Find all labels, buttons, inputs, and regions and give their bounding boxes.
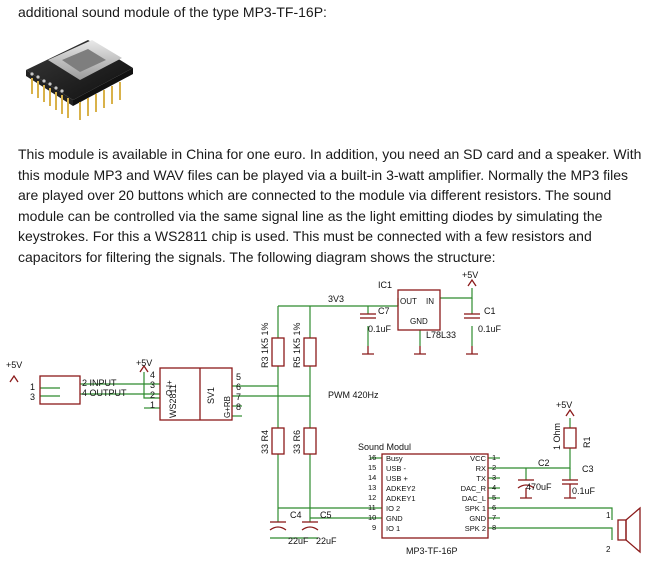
supply-label-right: +5V <box>556 400 572 410</box>
module-right-pin: 2 <box>492 463 496 472</box>
connector-pin-3: 3 <box>30 392 35 402</box>
ws-left-signal-names: O-I+ <box>165 380 174 396</box>
module-right-pin: 5 <box>492 493 496 502</box>
module-right-signal: SPK 1 <box>465 504 486 513</box>
module-right-signal: SPK 2 <box>465 524 486 533</box>
c2-value: 470uF <box>526 482 552 492</box>
sv1-label: SV1 <box>206 387 216 404</box>
components <box>9 278 641 554</box>
wires <box>40 288 613 540</box>
module-left-signal: IO 2 <box>386 504 400 513</box>
module-right-pin: 1 <box>492 453 496 462</box>
r4-label: 33 R4 <box>260 430 270 454</box>
speaker-pin-1: 1 <box>606 511 611 520</box>
module-left-pin: 10 <box>368 513 376 522</box>
module-part-label: MP3-TF-16P <box>406 546 458 556</box>
module-right-signal: VCC <box>470 454 486 463</box>
module-right-signal: GND <box>469 514 486 523</box>
ic1-out-pin: OUT <box>400 297 417 306</box>
ic1-in-pin: IN <box>426 297 434 306</box>
c7-value: 0.1uF <box>368 324 392 334</box>
supply-label-top: +5V <box>462 270 478 280</box>
module-right-signal: DAC_R <box>461 484 487 493</box>
module-left-pin: 13 <box>368 483 376 492</box>
c4-value: 22uF <box>288 536 309 546</box>
module-left-signal: Busy <box>386 454 403 463</box>
c2-label: C2 <box>538 458 550 468</box>
ws-signal-names: G+RB <box>223 396 232 418</box>
net-3v3-label: 3V3 <box>328 294 344 304</box>
module-left-pin: 9 <box>372 523 376 532</box>
c5-value: 22uF <box>316 536 337 546</box>
module-right-pin: 4 <box>492 483 496 492</box>
module-left-pin: 12 <box>368 493 376 502</box>
ws-pin-5: 5 <box>236 372 241 382</box>
r6-label: 33 R6 <box>292 430 302 454</box>
module-left-signal: ADKEY1 <box>386 494 416 503</box>
module-right-pin: 7 <box>492 513 496 522</box>
ws-pin-6: 6 <box>236 382 241 392</box>
module-right-pin: 8 <box>492 523 496 532</box>
r5-label: R5 1K5 1% <box>292 322 302 368</box>
ic1-part-label: L78L33 <box>426 330 456 340</box>
module-right-signal: TX <box>476 474 486 483</box>
connector-pin-1: 1 <box>30 382 35 392</box>
supply-label-left: +5V <box>6 360 22 370</box>
module-left-pin: 16 <box>368 453 376 462</box>
module-left-signal: GND <box>386 514 403 523</box>
c1-label: C1 <box>484 306 496 316</box>
module-left-signal: USB - <box>386 464 407 473</box>
ic1-gnd-pin: GND <box>410 317 428 326</box>
intro-text: additional sound module of the type MP3-… <box>18 4 327 20</box>
module-left-signal: IO 1 <box>386 524 400 533</box>
r1-label: R1 <box>582 436 592 448</box>
module-left-signal: ADKEY2 <box>386 484 416 493</box>
module-right-signal: RX <box>476 464 486 473</box>
input-label: 2 INPUT <box>82 378 117 388</box>
c3-label: C3 <box>582 464 594 474</box>
r3-label: R3 1K5 1% <box>260 322 270 368</box>
r1-value: 1 Ohm <box>552 423 562 450</box>
ws-pin-3: 3 <box>150 380 155 390</box>
c7-label: C7 <box>378 306 390 316</box>
module-right-pin: 3 <box>492 473 496 482</box>
pwm-label: PWM 420Hz <box>328 390 379 400</box>
ws-pin-8: 8 <box>236 402 241 412</box>
ws-pin-7: 7 <box>236 392 241 402</box>
module-left-pin: 14 <box>368 473 376 482</box>
module-right-pin: 6 <box>492 503 496 512</box>
description-paragraph: This module is available in China for on… <box>18 146 642 265</box>
c5-label: C5 <box>320 510 332 520</box>
c3-value: 0.1uF <box>572 486 596 496</box>
circuit-schematic: +5V +5V +5V +5V 3V3 PWM 420Hz 2 INPUT 4 … <box>6 270 641 556</box>
module-title: Sound Modul <box>358 442 411 452</box>
c1-value: 0.1uF <box>478 324 502 334</box>
supply-label-ws: +5V <box>136 358 152 368</box>
module-left-signal: USB + <box>386 474 409 483</box>
module-left-pin: 15 <box>368 463 376 472</box>
module-right-signal: DAC_L <box>462 494 486 503</box>
c4-label: C4 <box>290 510 302 520</box>
module-left-pin: 11 <box>368 503 376 512</box>
ws-pin-1: 1 <box>150 400 155 410</box>
output-label: 4 OUTPUT <box>82 388 127 398</box>
ws2811-part-label: WS2811 <box>168 384 178 418</box>
ws-pin-4: 4 <box>150 370 155 380</box>
mp3-module-photo <box>26 40 133 120</box>
ic1-label: IC1 <box>378 280 392 290</box>
ws-pin-2: 2 <box>150 390 155 400</box>
speaker-pin-2: 2 <box>606 545 611 554</box>
